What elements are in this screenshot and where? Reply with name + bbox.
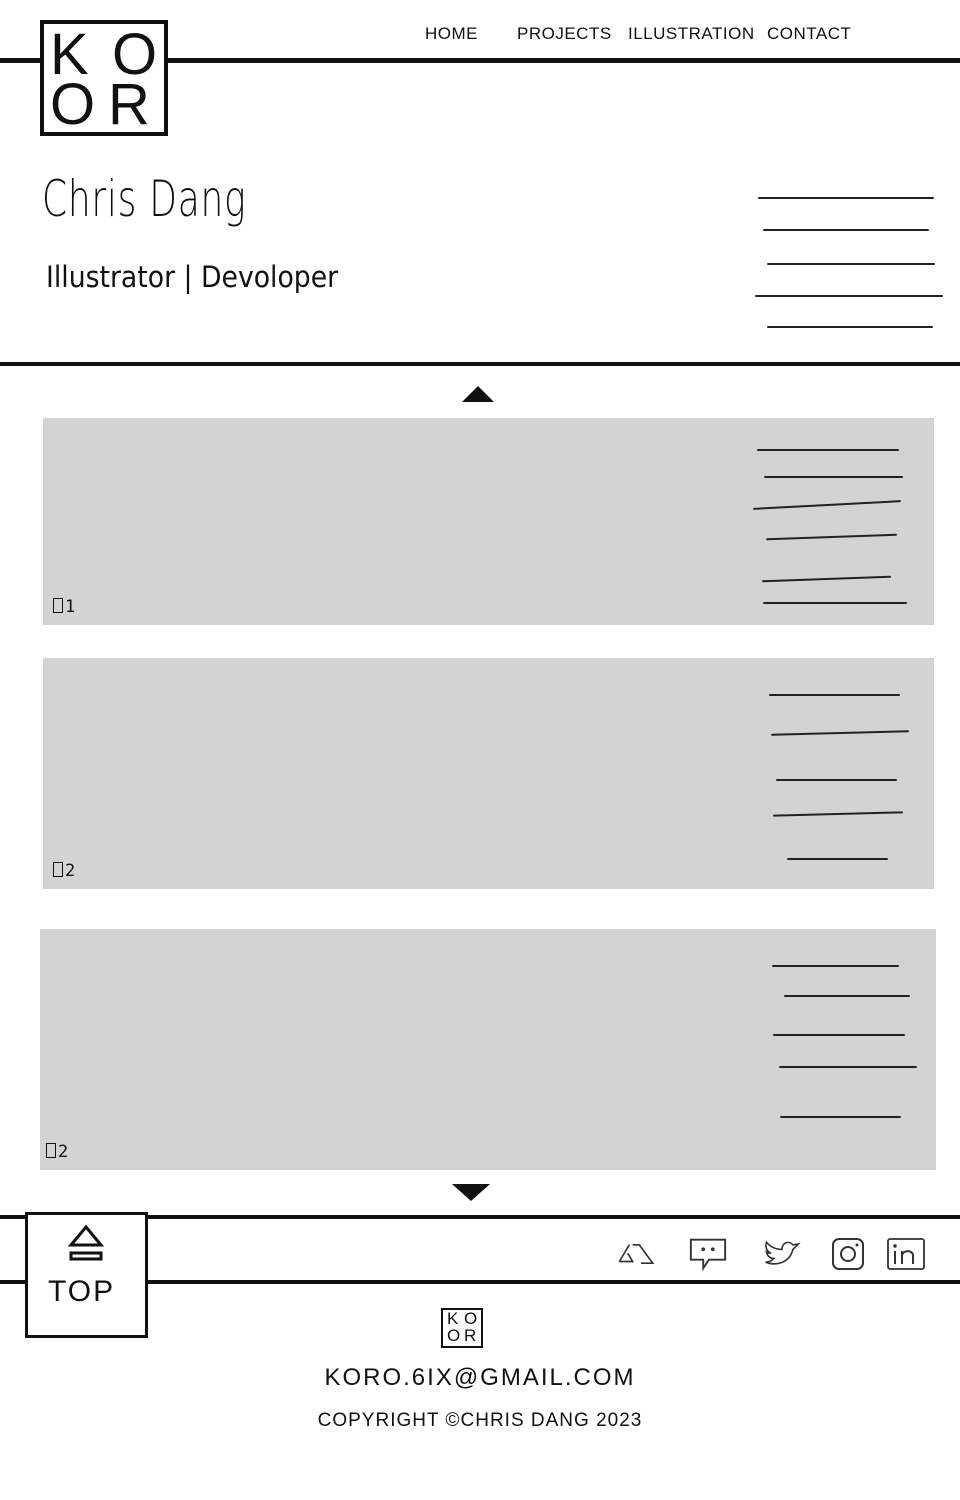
nav-contact[interactable]: Contact	[767, 24, 852, 43]
footer-logo[interactable]: K O O R	[441, 1308, 483, 1348]
footer-logo-letter: R	[464, 1326, 477, 1345]
project-number: 1	[53, 597, 75, 617]
project-card-3[interactable]: 2	[40, 929, 936, 1170]
linkedin-icon[interactable]	[886, 1236, 926, 1272]
logo-letter: R	[108, 72, 162, 137]
logo-letter: O	[112, 22, 170, 87]
footer-rule-bottom	[0, 1280, 960, 1284]
nav-home[interactable]: Home	[425, 24, 478, 43]
back-to-top-button[interactable]: TOP	[25, 1212, 148, 1338]
logo[interactable]: K O O R	[40, 20, 168, 136]
triangle-down-icon[interactable]	[452, 1184, 490, 1201]
project-number: 2	[46, 1142, 68, 1162]
logo-letter: K	[50, 22, 101, 87]
chat-bubble-icon[interactable]	[688, 1236, 728, 1272]
footer-logo-letter: O	[464, 1309, 478, 1328]
logo-letter: O	[50, 72, 108, 137]
footer-logo-letter: K	[447, 1309, 459, 1328]
hero-subtitle: Illustrator | Devoloper	[46, 260, 339, 294]
triangle-up-icon[interactable]	[462, 386, 494, 402]
project-card-1[interactable]: 1	[43, 418, 934, 625]
twitter-icon[interactable]	[762, 1236, 802, 1272]
project-number: 2	[53, 861, 75, 881]
artstation-icon[interactable]	[616, 1236, 656, 1272]
header-rule	[0, 58, 960, 63]
footer-rule-top	[0, 1215, 960, 1219]
footer-logo-letter: O	[447, 1326, 461, 1345]
top-label: TOP	[48, 1275, 116, 1308]
hero-divider	[0, 362, 960, 366]
hero-name: Chris Dang	[42, 170, 247, 228]
footer-copyright: Copyright ©Chris Dang 2023	[317, 1410, 643, 1431]
instagram-icon[interactable]	[828, 1236, 868, 1272]
nav-illustration[interactable]: Illustration	[628, 24, 755, 43]
eject-arrow-icon	[67, 1224, 105, 1261]
nav-projects[interactable]: Projects	[517, 24, 612, 43]
footer-email[interactable]: koro.6ix@gmail.com	[324, 1364, 636, 1391]
project-card-2[interactable]: 2	[43, 658, 934, 889]
